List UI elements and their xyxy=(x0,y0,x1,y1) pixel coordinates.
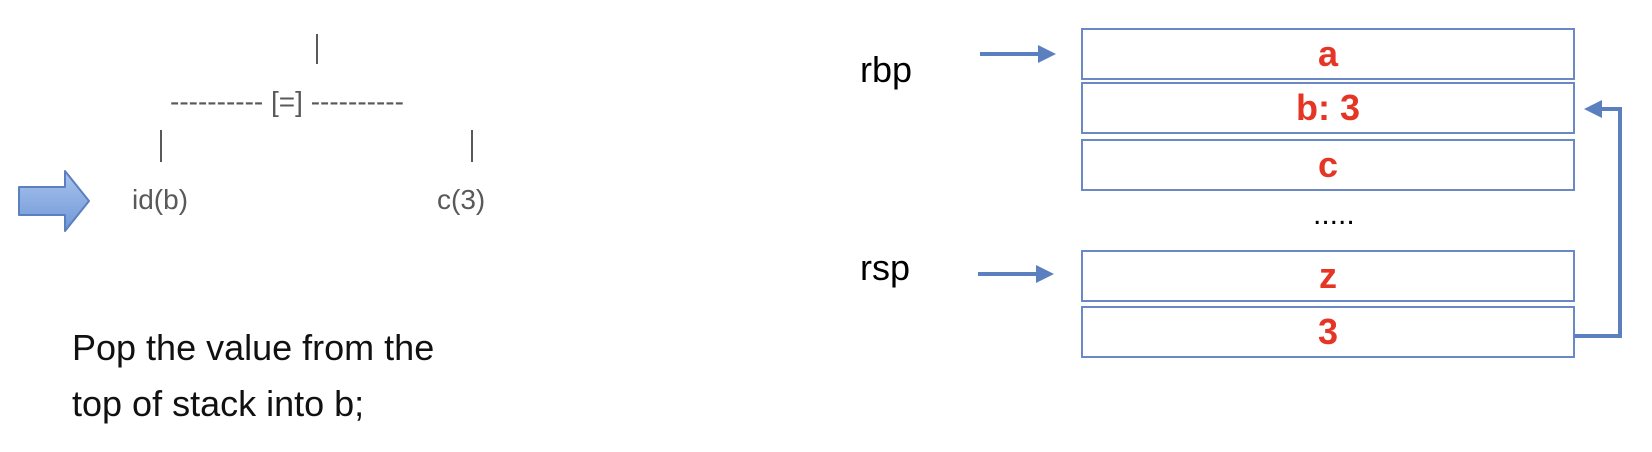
caption: Pop the value from the top of stack into… xyxy=(72,320,434,432)
stack-slot-z: z xyxy=(1081,250,1575,302)
stack-slot-top: 3 xyxy=(1081,306,1575,358)
stack-slot-a: a xyxy=(1081,28,1575,80)
rsp-pointer-arrow-icon xyxy=(978,265,1054,283)
stack-slot-c: c xyxy=(1081,139,1575,191)
stack-slot-a-value: a xyxy=(1317,33,1339,74)
stack-slot-b-value: b: 3 xyxy=(1295,87,1360,128)
stack-slot-z-value: z xyxy=(1319,255,1337,296)
caption-line-1: Pop the value from the xyxy=(72,327,435,368)
tree-right-child: c(3) xyxy=(437,184,486,215)
tree-left-child: id(b) xyxy=(132,184,189,215)
stack-ellipsis: ..... xyxy=(1313,198,1355,231)
stack-slot-c-value: c xyxy=(1317,144,1339,185)
tree-left-connector xyxy=(160,130,162,162)
stack-slot-top-value: 3 xyxy=(1317,311,1339,352)
tree-right-connector xyxy=(471,130,473,162)
caption-line-2: top of stack into b; xyxy=(72,383,365,424)
rbp-pointer-arrow-icon xyxy=(980,45,1056,63)
current-node-arrow-icon xyxy=(18,170,90,232)
rsp-label: rsp xyxy=(860,247,911,288)
assign-node: ---------- [=] ---------- xyxy=(170,86,404,117)
tree-root-connector xyxy=(316,34,318,64)
rbp-label: rbp xyxy=(860,49,913,90)
stack-slot-b: b: 3 xyxy=(1081,82,1575,134)
pop-to-b-arrow-icon xyxy=(1574,100,1622,338)
